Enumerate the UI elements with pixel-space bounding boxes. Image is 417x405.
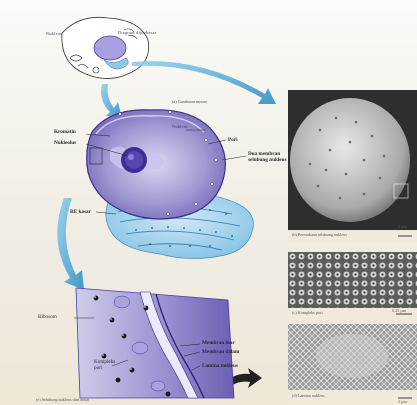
label-rough-er: RE kasar: [70, 210, 91, 215]
label-ribosome: Ribosom: [38, 315, 57, 320]
micrograph-nuclear-surface: [288, 90, 417, 242]
label-nuclear-lamina: Lamina nukleus: [202, 364, 238, 369]
label-chromatin: Kromatin: [54, 130, 76, 135]
label-nucleus-small: Nukleus: [46, 32, 62, 36]
cell-overview-sketch: [62, 17, 149, 78]
label-enlarged-region: Diagram diperbesar: [118, 31, 157, 35]
label-outer-membrane: Membran luar: [202, 341, 235, 346]
scale-d: 1 µm: [398, 400, 407, 404]
label-inner-membrane: Membran dalam: [202, 350, 239, 355]
label-pore-complex: Kompleks pori: [94, 360, 120, 372]
caption-c: (c) Kompleks pori: [292, 311, 323, 315]
caption-b: (b) Permukaan selubung nukleus: [292, 233, 347, 237]
caption-a: (a) Gambaran umum: [172, 100, 207, 104]
scale-c: 0.25 µm: [392, 309, 406, 313]
label-nucleus: Nukleus: [172, 125, 188, 129]
scale-b: 1 µm: [398, 225, 407, 229]
label-nucleolus: Nukleolus: [54, 141, 76, 146]
caption-e: (e) Selubung nukleus dari dekat: [36, 398, 89, 402]
label-pore: Pori: [228, 138, 238, 143]
caption-d: (d) Lamina nukleus: [292, 394, 325, 398]
nucleus-3d-illustration: [86, 110, 253, 259]
label-double-membrane: Dua membran selubung nukleus: [248, 152, 292, 164]
